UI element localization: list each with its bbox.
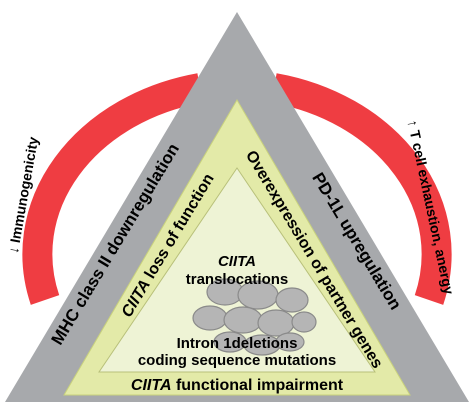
coding-mutations-label: coding sequence mutations xyxy=(138,352,336,369)
ring-right-arc xyxy=(271,73,452,305)
cell-cluster-illustration xyxy=(192,278,317,356)
ciita-title: CIITA xyxy=(218,253,256,270)
translocations-label: translocations xyxy=(186,271,289,288)
intron-deletions-label: Intron 1deletions xyxy=(177,335,298,352)
ciita-italic-bottom: CIITA xyxy=(131,377,172,394)
ciita-functional-impairment-label: CIITA functional impairment xyxy=(131,377,344,394)
functional-impairment-text: functional impairment xyxy=(172,377,344,394)
ring-left-arc xyxy=(22,73,203,305)
